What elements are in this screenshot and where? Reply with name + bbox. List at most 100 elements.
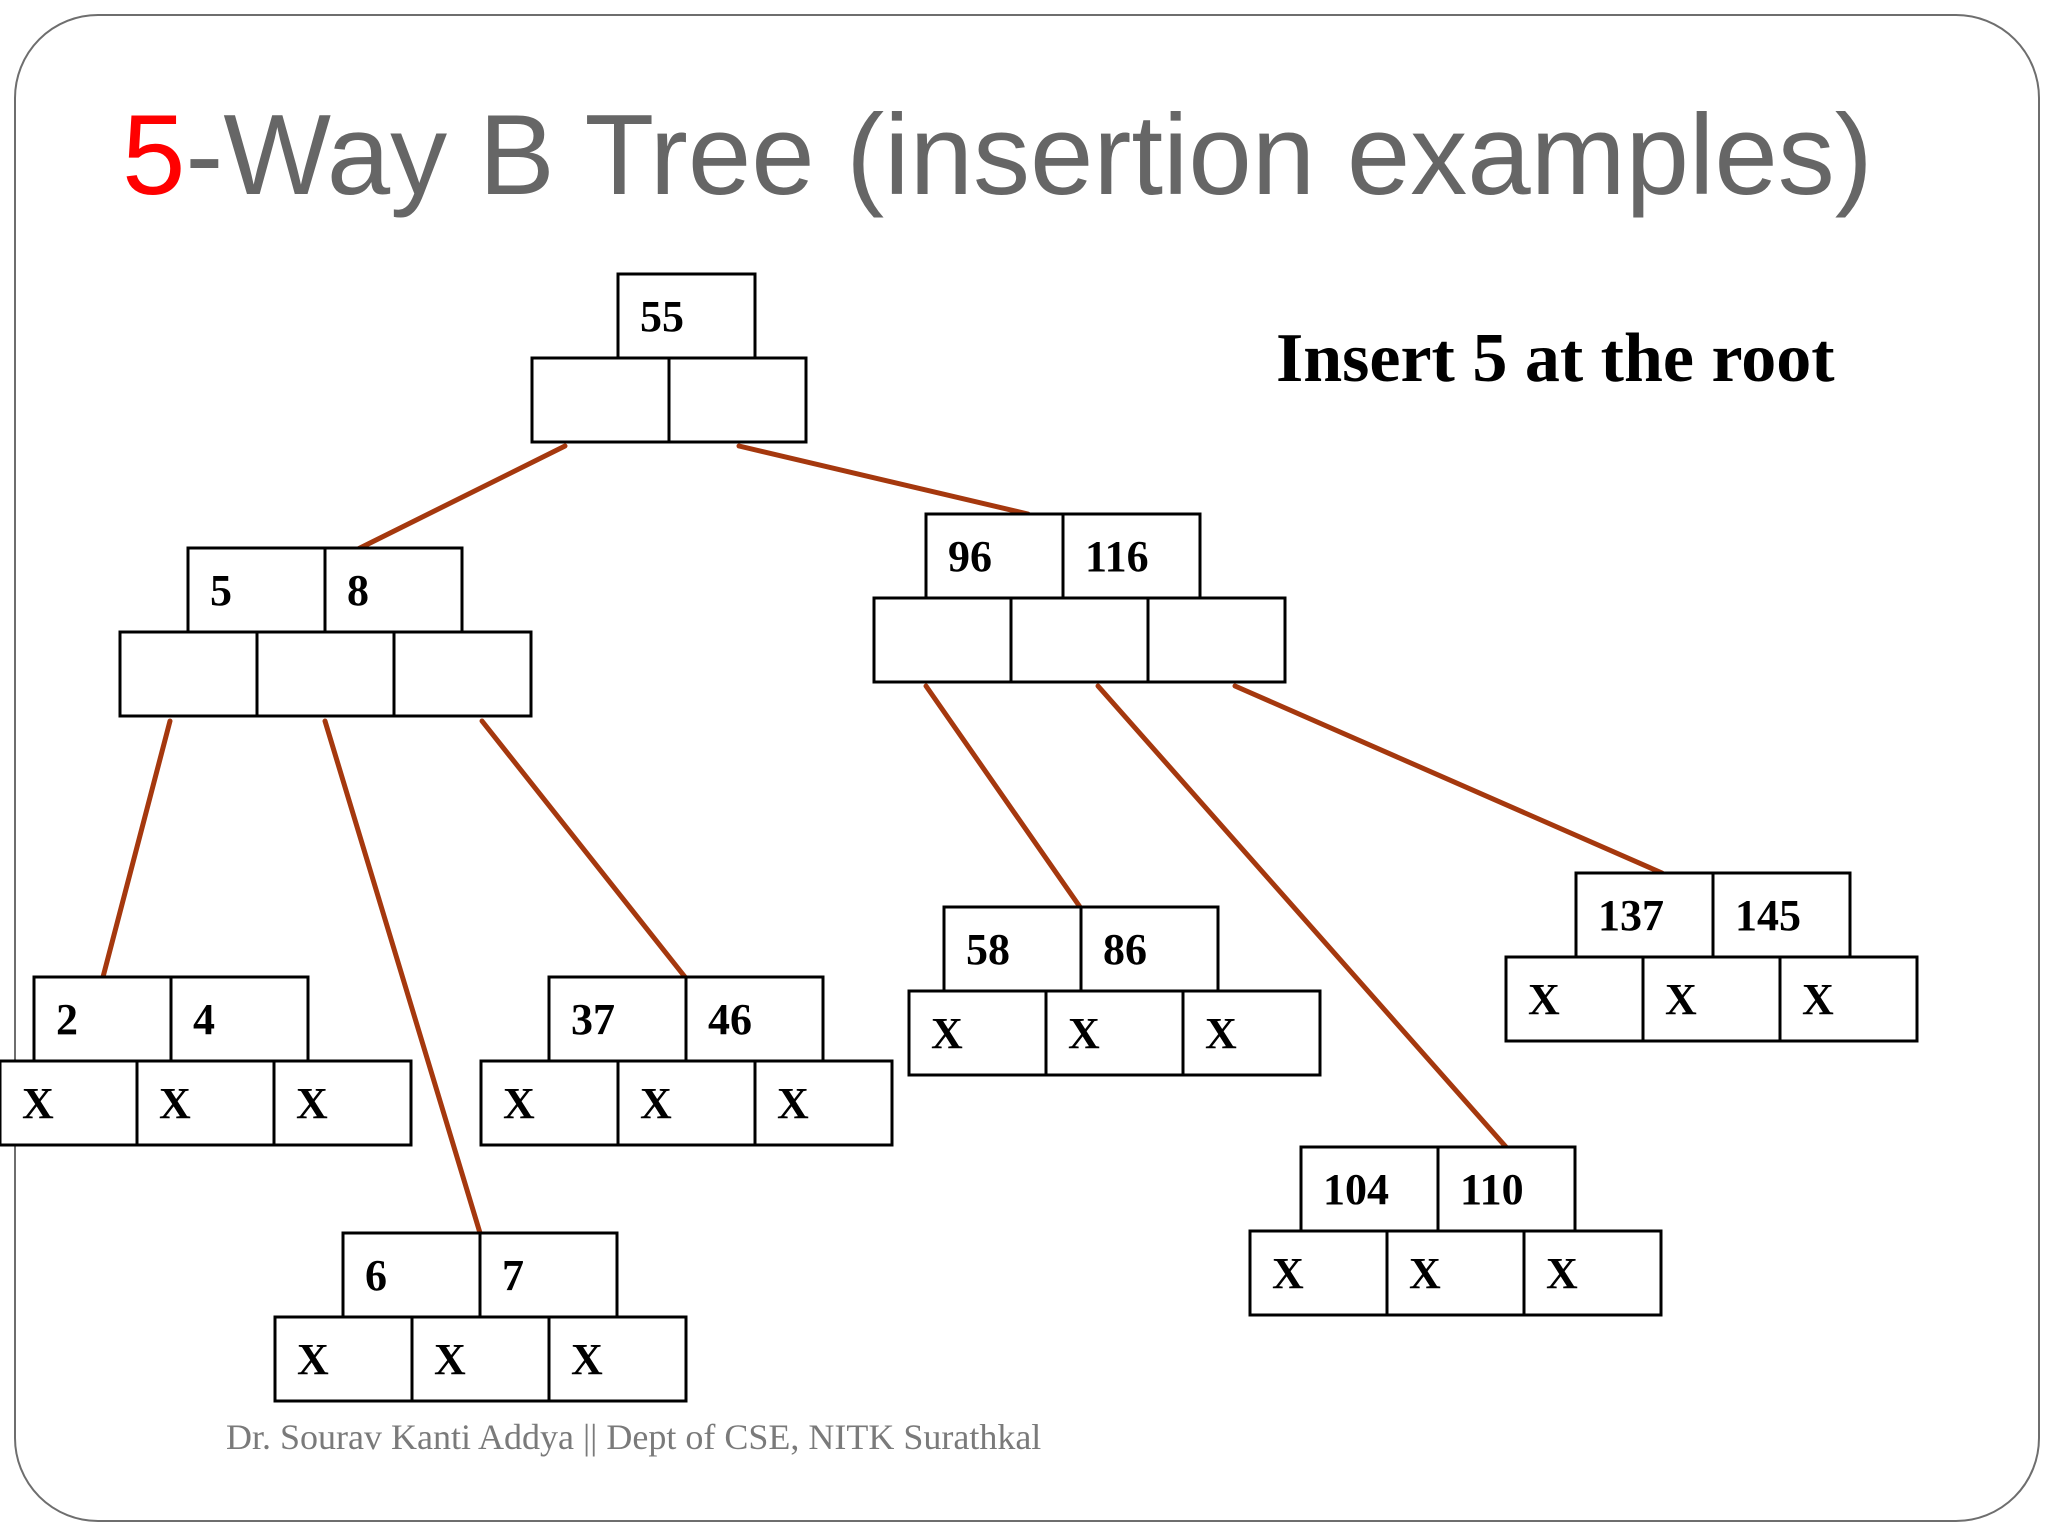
null-pointer: X [931,1009,963,1058]
edge-left-internal-to-leaf-2-4 [100,718,173,980]
null-pointer: X [1068,1009,1100,1058]
pointer-cell [410,1315,551,1403]
node-key: 7 [502,1251,524,1300]
pointer-cell [1385,1229,1526,1317]
pointer-cell [1504,955,1645,1043]
node-key: 37 [571,995,615,1044]
node-key: 2 [56,995,78,1044]
pointer-cell [907,989,1048,1077]
pointer-cell [1009,596,1150,684]
edge-root-to-left-internal [355,443,568,552]
node-key: 116 [1085,532,1149,581]
pointer-cell [0,1059,139,1147]
null-pointer: X [1272,1249,1304,1298]
pointer-cell [273,1315,414,1403]
node-key: 96 [948,532,992,581]
null-pointer: X [1665,975,1697,1024]
pointer-cell [547,1315,688,1403]
key-cell [942,905,1083,993]
title-number: 5 [122,92,186,219]
key-cell [186,546,327,634]
pointer-cell [530,356,671,444]
pointer-cell [616,1059,757,1147]
key-cell [1436,1145,1577,1233]
null-pointer: X [296,1079,328,1128]
title-text: -Way B Tree (insertion examples) [185,92,1873,219]
node-key: 58 [966,925,1010,974]
pointer-cell [118,630,259,718]
node-key: 6 [365,1251,387,1300]
edge-root-to-right-internal [736,443,1031,517]
node-key: 8 [347,566,369,615]
node-key: 86 [1103,925,1147,974]
key-cell [547,975,688,1063]
key-cell [323,546,464,634]
pointer-cell [1248,1229,1389,1317]
insert-caption: Insert 5 at the root [1276,320,1835,397]
null-pointer: X [1409,1249,1441,1298]
pointer-cell [667,356,808,444]
node-key: 104 [1323,1165,1389,1214]
null-pointer: X [640,1079,672,1128]
pointer-cell [272,1059,413,1147]
footer-credit: Dr. Sourav Kanti Addya || Dept of CSE, N… [226,1417,1042,1457]
key-cell [341,1231,482,1319]
node-key: 4 [193,995,215,1044]
edge-right-internal-to-leaf-104-110 [1095,683,1509,1150]
key-cell [1061,512,1202,600]
pointer-cell [753,1059,894,1147]
edge-right-internal-to-leaf-137-145 [1232,683,1665,876]
null-pointer: X [1205,1009,1237,1058]
pointer-cell [1641,955,1782,1043]
null-pointer: X [1546,1249,1578,1298]
null-pointer: X [297,1335,329,1384]
key-cell [924,512,1065,600]
node-key: 46 [708,995,752,1044]
btree-node-leaf-37-46: 37 46X X X [479,975,894,1147]
slide-title: 5-Way B Tree (insertion examples) [122,90,1873,221]
key-cell [1299,1145,1440,1233]
pointer-cell [872,596,1013,684]
edge-left-internal-to-leaf-6-7 [322,718,483,1236]
null-pointer: X [571,1335,603,1384]
null-pointer: X [159,1079,191,1128]
pointer-cell [479,1059,620,1147]
node-key: 110 [1460,1165,1524,1214]
node-key: 137 [1598,891,1664,940]
edge-right-internal-to-leaf-58-86 [923,683,1083,910]
key-cell [169,975,310,1063]
null-pointer: X [503,1079,535,1128]
pointer-cell [1146,596,1287,684]
key-cell [32,975,173,1063]
btree-node-right-internal: 96 116 [872,512,1287,684]
null-pointer: X [434,1335,466,1384]
key-cell [684,975,825,1063]
pointer-cell [255,630,396,718]
node-key: 55 [640,292,684,341]
pointer-cell [1522,1229,1663,1317]
node-key: 5 [210,566,232,615]
key-cell [1079,905,1220,993]
pointer-cell [1181,989,1322,1077]
key-cell [616,272,757,360]
null-pointer: X [1802,975,1834,1024]
null-pointer: X [777,1079,809,1128]
key-cell [478,1231,619,1319]
node-key: 145 [1735,891,1801,940]
pointer-cell [1044,989,1185,1077]
null-pointer: X [1528,975,1560,1024]
pointer-cell [135,1059,276,1147]
pointer-cell [1778,955,1919,1043]
btree-node-root: 55 [530,272,808,444]
key-cell [1711,871,1852,959]
pointer-cell [392,630,533,718]
edge-left-internal-to-leaf-37-46 [479,718,688,980]
